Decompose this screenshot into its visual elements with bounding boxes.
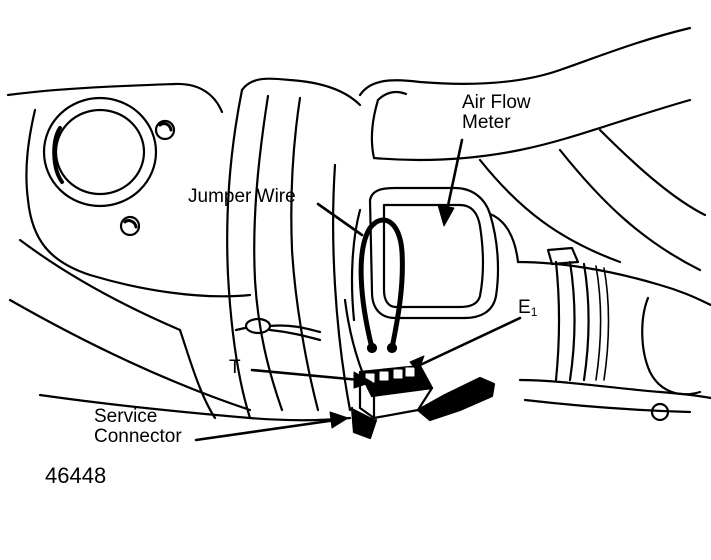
harness-clip [234,317,322,342]
jumper-wire-loop [358,217,405,354]
figure-number: 46448 [45,463,107,488]
label-t: T [229,357,241,378]
label-service-connector-line2: Connector [94,426,182,447]
air-intake-hose [358,26,707,272]
label-service-connector-line1: Service [94,406,158,427]
label-e1: E1 [518,298,537,322]
label-jumper-wire: Jumper Wire [188,186,296,207]
label-air-flow-meter-line2: Meter [462,112,511,133]
label-air-flow-meter-line1: Air Flow [462,92,531,113]
air-flow-meter-body [343,186,520,397]
mounting-bracket [226,77,362,422]
label-service-connector: Service Connector [94,407,182,447]
engine-boss-ring [42,96,158,208]
label-e1-main: E [518,297,531,318]
engine-block-outline [6,82,252,420]
duct-with-clamp [516,246,711,414]
label-air-flow-meter: Air Flow Meter [462,93,531,133]
service-connector-block [350,364,496,440]
leader-arrows [194,138,522,442]
label-e1-subscript: 1 [530,305,538,319]
